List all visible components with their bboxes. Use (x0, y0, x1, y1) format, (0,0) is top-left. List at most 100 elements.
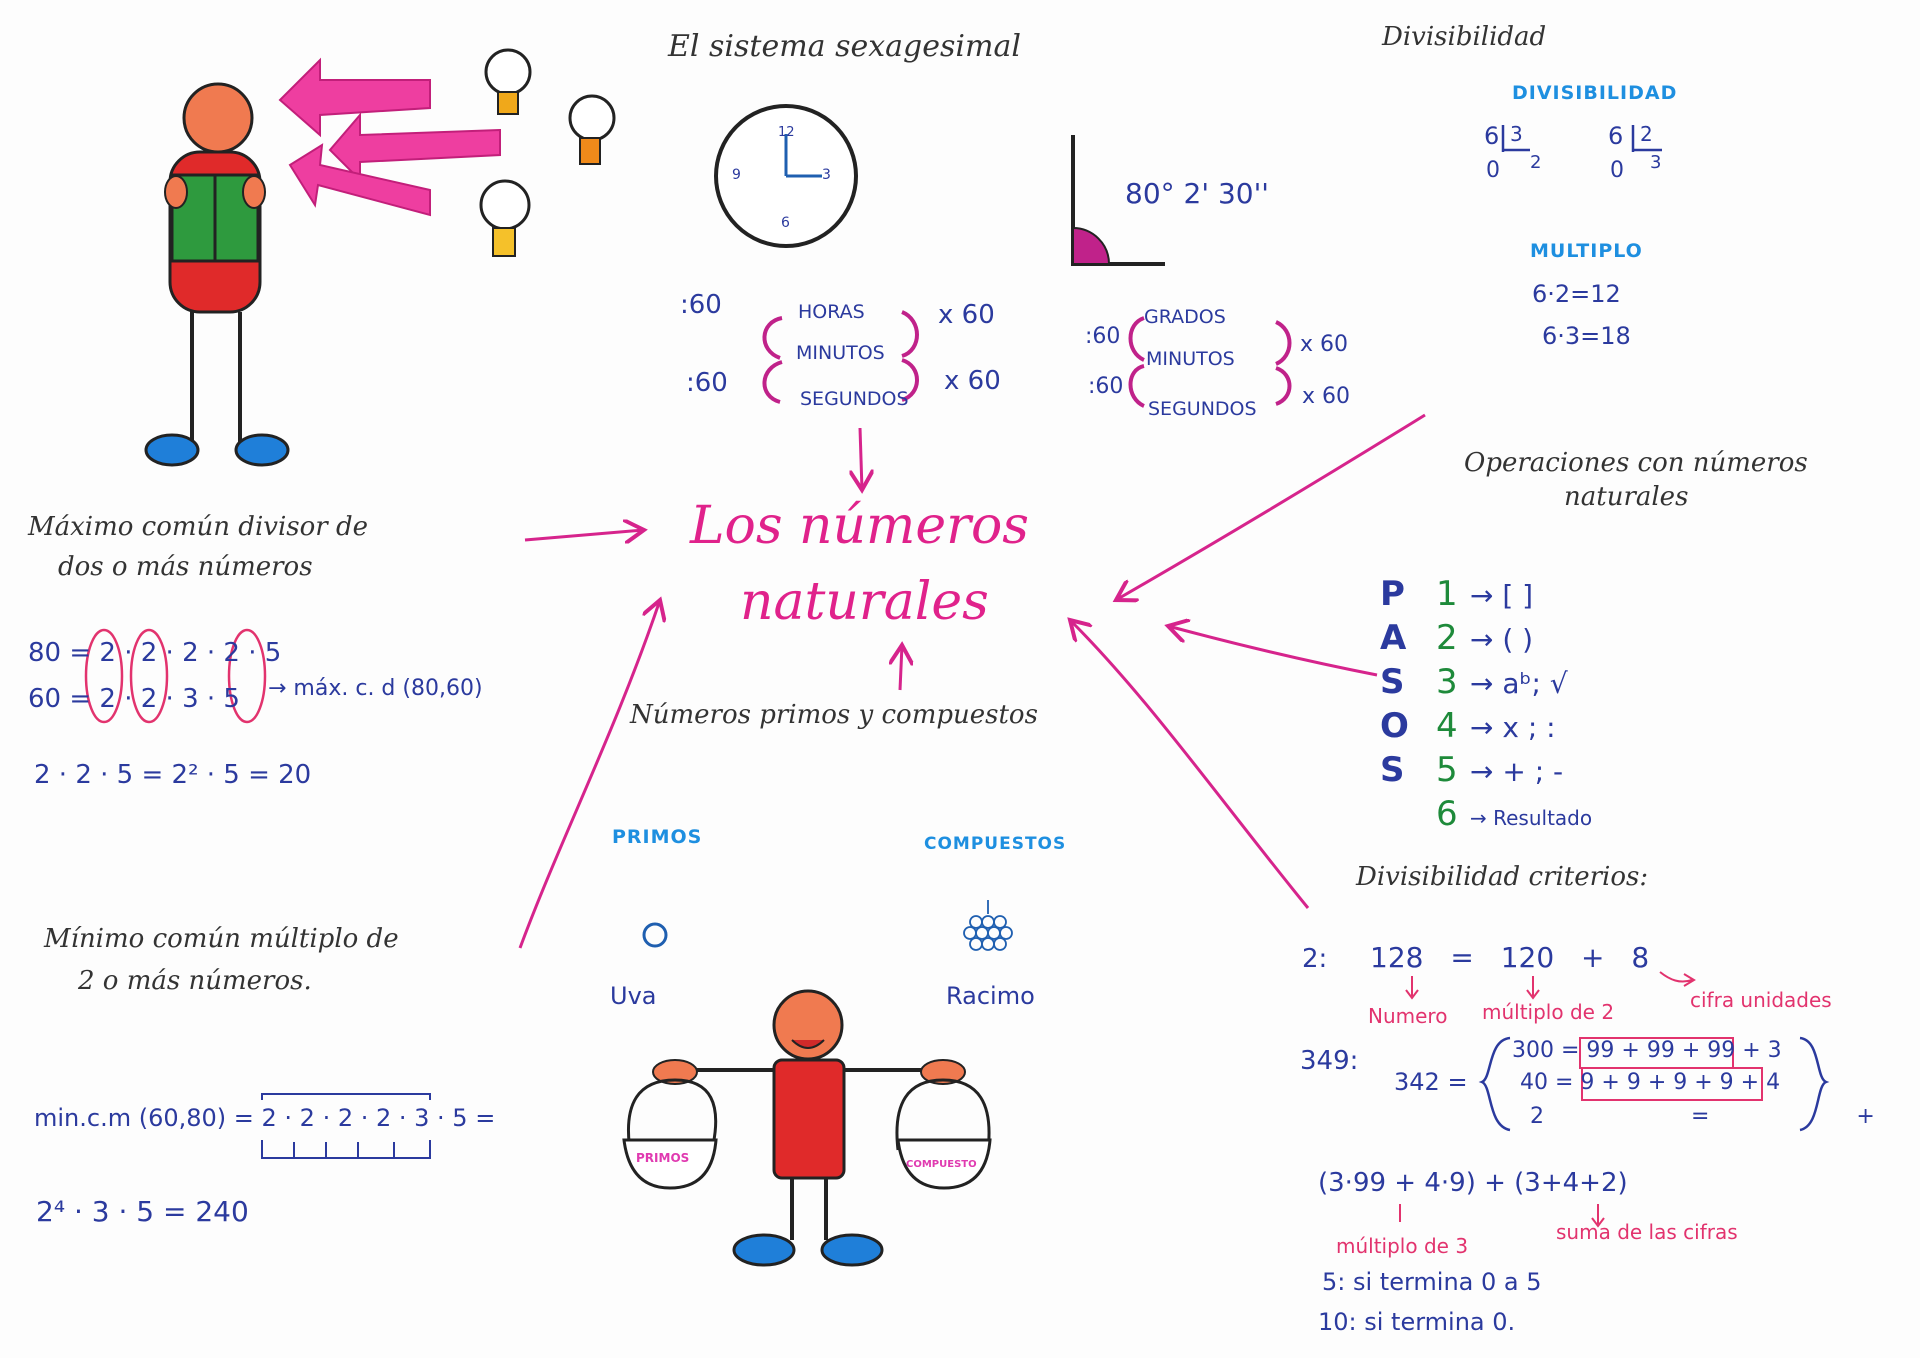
idea-arrows (278, 57, 501, 217)
criterio-3-label: 349: (1300, 1046, 1359, 1076)
time-mul-1: x 60 (938, 300, 995, 330)
reading-student-figure (144, 82, 290, 467)
angle-mul-2: x 60 (1302, 384, 1351, 409)
pasos-number: 6 (1436, 794, 1458, 834)
central-title-line1: Los números (690, 496, 1029, 556)
mcm-heading-2: 2 o más números. (78, 966, 312, 996)
criterio-3-lhs: 342 = (1394, 1068, 1468, 1096)
angle-mul-1: x 60 (1300, 332, 1349, 357)
mcm-bracket (261, 1093, 431, 1159)
criterio-3-row-2: 40 = 9 + 9 + 9 + 9 + 4 (1520, 1070, 1781, 1095)
racimo-label: Racimo (946, 982, 1035, 1010)
criterio-2-note-multiplo: múltiplo de 2 (1482, 1000, 1615, 1024)
grape-icons (642, 900, 1013, 951)
mcd-result-label: → máx. c. d (80,60) (268, 676, 483, 701)
clock-number-6: 6 (781, 215, 790, 231)
pasos-step-6: 6 → Resultado (1380, 794, 1592, 838)
connector-arrows (518, 413, 1426, 949)
sexagesimal-heading: El sistema sexagesimal (668, 29, 1021, 64)
multiplo-example-1: 6·2=12 (1532, 280, 1621, 308)
pasos-text: → ( ) (1470, 623, 1534, 656)
clock-number-12: 12 (778, 125, 795, 140)
basket-right-label: COMPUESTO (906, 1159, 977, 1170)
criteria-brackets (1478, 1036, 1830, 1132)
angle-unit-minutes: MINUTOS (1146, 348, 1235, 370)
angle-drawing (1071, 135, 1165, 266)
divisibilidad-subheading: DIVISIBILIDAD (1512, 82, 1678, 104)
criterio-2-expression: 128 = 120 + 8 (1370, 941, 1650, 974)
criterio-2-note-cifra: cifra unidades (1690, 988, 1832, 1012)
operaciones-heading-1: Operaciones con números (1464, 448, 1808, 478)
div2-remainder: 0 (1610, 158, 1624, 183)
mcm-heading-1: Mínimo común múltiplo de (44, 924, 399, 954)
mcm-expression: min.c.m (60,80) = 2 · 2 · 2 · 2 · 3 · 5 … (34, 1104, 496, 1132)
time-div-1: :60 (680, 290, 722, 320)
angle-div-2: :60 (1088, 374, 1124, 399)
div2-dividend: 6 (1608, 122, 1624, 150)
div1-quotient: 2 (1530, 152, 1542, 173)
time-unit-hours: HORAS (798, 301, 865, 323)
pasos-letter: P (1380, 574, 1405, 614)
div2-quotient: 3 (1650, 152, 1662, 173)
division-brackets (1501, 125, 1662, 152)
pasos-number: 2 (1436, 618, 1458, 658)
clock-drawing (714, 104, 858, 248)
pasos-text: → aᵇ; √ (1470, 667, 1568, 700)
prime-factor-highlights (84, 628, 267, 724)
divisibilidad-heading: Divisibilidad (1382, 22, 1547, 52)
criterio-5: 5: si termina 0 a 5 (1322, 1268, 1542, 1296)
criterio-3-sum: (3·99 + 4·9) + (3+4+2) (1318, 1168, 1628, 1198)
mcd-calculation: 2 · 2 · 5 = 2² · 5 = 20 (34, 760, 312, 790)
clock-number-9: 9 (732, 167, 741, 183)
pasos-letter: A (1380, 618, 1407, 658)
pasos-number: 5 (1436, 750, 1458, 790)
div2-divisor: 2 (1640, 122, 1653, 146)
pasos-number: 3 (1436, 662, 1458, 702)
angle-unit-seconds: SEGUNDOS (1148, 398, 1257, 420)
central-title-line2: naturales (740, 572, 989, 632)
criterio-3-row-3: 2 = + 2 (1530, 1104, 1920, 1129)
primos-label: PRIMOS (612, 826, 703, 848)
div1-remainder: 0 (1486, 158, 1500, 183)
pasos-text: → + ; - (1470, 755, 1564, 788)
balance-figure (622, 989, 992, 1267)
basket-left-label: PRIMOS (636, 1151, 690, 1165)
criterio-3-note-suma: suma de las cifras (1556, 1220, 1738, 1244)
pasos-text: → [ ] (1470, 579, 1534, 612)
criterio-2-note-numero: Numero (1368, 1004, 1448, 1028)
operaciones-heading-2: naturales (1564, 482, 1689, 512)
pasos-text: → x ; : (1470, 711, 1556, 744)
criterio-3-note-multiplo: múltiplo de 3 (1336, 1234, 1469, 1258)
time-unit-minutes: MINUTOS (796, 342, 885, 364)
time-div-2: :60 (686, 368, 728, 398)
criteria-arrows (1399, 971, 1696, 1228)
mcm-calculation: 2⁴ · 3 · 5 = 240 (36, 1195, 249, 1228)
primos-heading: Números primos y compuestos (630, 700, 1038, 730)
criterio-10: 10: si termina 0. (1318, 1308, 1516, 1336)
pasos-number: 4 (1436, 706, 1458, 746)
multiplo-example-2: 6·3=18 (1542, 322, 1631, 350)
mcd-factor-row-80: 80 = 2 · 2 · 2 · 2 · 5 (28, 638, 282, 668)
mcd-heading-1: Máximo común divisor de (28, 512, 368, 542)
uva-label: Uva (610, 982, 657, 1010)
angle-unit-degrees: GRADOS (1144, 306, 1226, 328)
angle-div-1: :60 (1085, 324, 1121, 349)
clock-number-3: 3 (822, 167, 831, 183)
criterios-heading: Divisibilidad criterios: (1356, 862, 1649, 892)
criterio-2-label: 2: (1302, 944, 1328, 974)
pasos-letter: S (1380, 750, 1405, 790)
pasos-text: → Resultado (1470, 806, 1593, 830)
time-mul-2: x 60 (944, 366, 1001, 396)
pasos-letter: O (1380, 706, 1409, 746)
time-unit-seconds: SEGUNDOS (800, 388, 909, 410)
pasos-number: 1 (1436, 574, 1458, 614)
multiplo-heading: MULTIPLO (1530, 240, 1643, 262)
compuestos-label: COMPUESTOS (924, 834, 1067, 854)
mcd-factor-row-60: 60 = 2 · 2 · 3 · 5 (28, 684, 240, 714)
